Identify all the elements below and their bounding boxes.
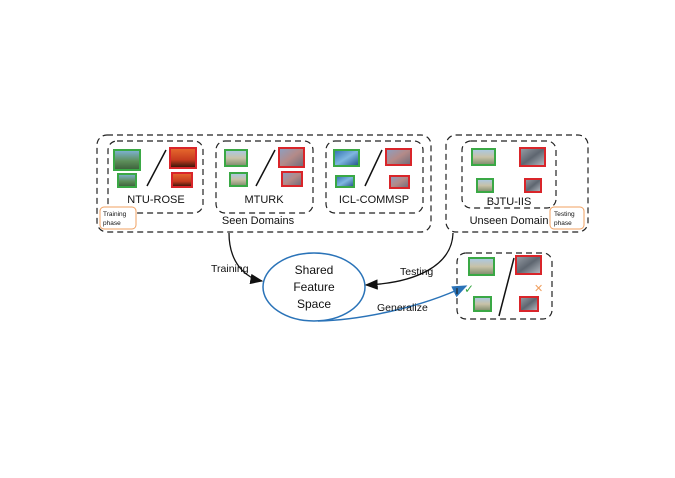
dataset-label-ntu-rose: NTU-ROSE <box>127 194 184 206</box>
fake-image-thumbnail <box>519 296 539 312</box>
real-image-thumbnail <box>117 173 137 188</box>
fake-image-thumbnail <box>278 147 305 168</box>
ntu-rose-group: NTU-ROSE <box>107 140 204 214</box>
seen-domains-label: Seen Domains <box>222 215 295 227</box>
training-arrow-label: Training <box>211 263 249 275</box>
testing-arrow <box>364 232 454 290</box>
cross-mark-icon: ✕ <box>534 283 543 295</box>
divider-slash <box>255 149 276 187</box>
real-image-thumbnail <box>229 172 248 187</box>
real-image-thumbnail <box>468 257 495 276</box>
fake-image-thumbnail <box>515 255 542 275</box>
dataset-label-icl-commsp: ICL-COMMSP <box>339 194 409 206</box>
dataset-label-bjtu-iis: BJTU-IIS <box>487 196 532 208</box>
generalize-arrow <box>317 285 468 322</box>
unseen-domain-label: Unseen Domain <box>470 215 549 227</box>
bjtu-iis-group: BJTU-IIS <box>461 140 557 209</box>
real-image-thumbnail <box>473 296 492 312</box>
training-arrow <box>228 232 264 285</box>
fake-image-thumbnail <box>171 172 193 188</box>
icl-commsp-group: ICL-COMMSP <box>325 140 424 214</box>
shared-feature-space-line3: Space <box>297 297 331 311</box>
seen-domains-box <box>96 134 432 233</box>
training-phase-line2: phase <box>103 220 121 227</box>
fake-image-thumbnail <box>281 171 303 187</box>
real-image-thumbnail <box>476 178 494 193</box>
testing-phase-line2: phase <box>554 220 572 227</box>
fake-image-thumbnail <box>169 147 197 169</box>
real-image-thumbnail <box>335 175 355 188</box>
shared-feature-space-line2: Feature <box>293 280 335 294</box>
mturk-group: MTURK <box>215 140 314 214</box>
fake-image-thumbnail <box>519 147 546 167</box>
training-phase-line1: Training <box>103 211 127 218</box>
generalize-arrow-label: Generalize <box>377 302 428 314</box>
real-image-thumbnail <box>224 149 248 167</box>
testing-arrow-label: Testing <box>400 266 433 278</box>
fake-image-thumbnail <box>389 175 410 189</box>
divider-slash <box>498 257 515 317</box>
real-image-thumbnail <box>113 149 141 171</box>
real-image-thumbnail <box>471 148 496 166</box>
fake-image-thumbnail <box>524 178 542 193</box>
real-image-thumbnail <box>333 149 360 167</box>
fake-image-thumbnail <box>385 148 412 166</box>
dataset-label-mturk: MTURK <box>244 194 284 206</box>
divider-slash <box>364 149 383 187</box>
check-mark-icon: ✓ <box>464 282 474 296</box>
shared-feature-space-line1: Shared <box>295 263 334 277</box>
result-box <box>456 252 553 320</box>
training-phase-badge <box>99 206 137 230</box>
testing-phase-badge <box>549 206 585 230</box>
testing-phase-line1: Testing <box>554 211 575 218</box>
divider-slash <box>146 149 167 187</box>
unseen-domain-box <box>445 134 589 233</box>
